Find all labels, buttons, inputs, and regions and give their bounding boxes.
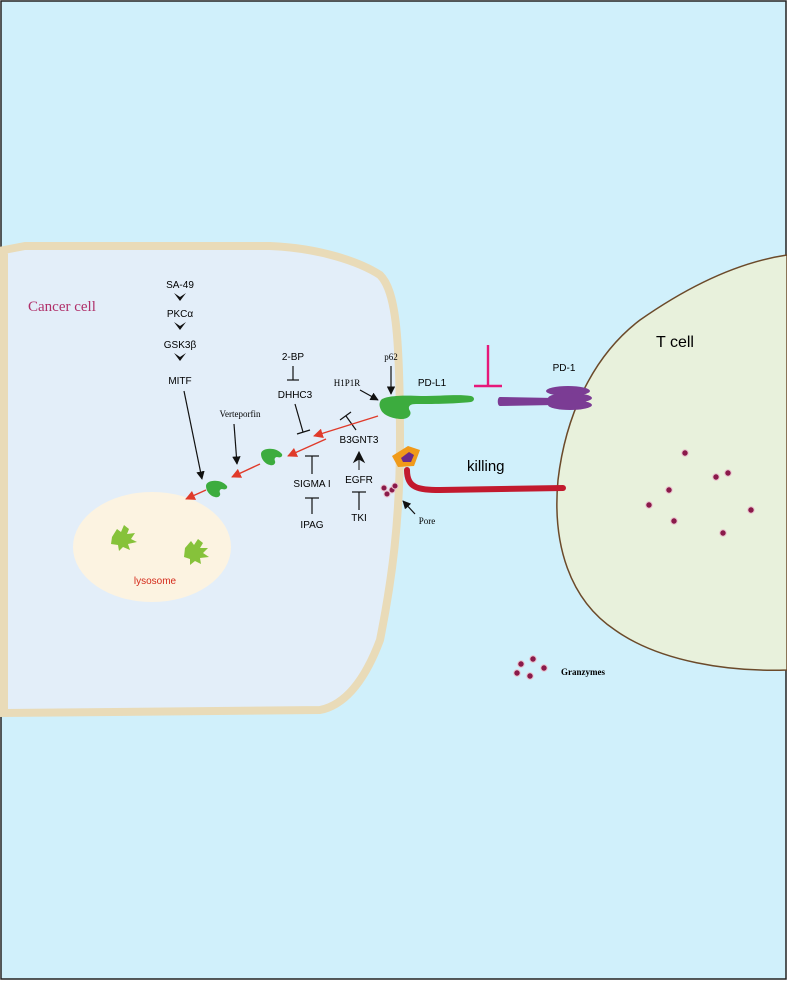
- mitf-label: MITF: [168, 376, 191, 387]
- verteporfin-label: Verteporfin: [220, 409, 261, 419]
- lysosome-label: lysosome: [134, 576, 177, 587]
- arrow-sa49-pkca: [174, 293, 186, 301]
- egfr-label: EGFR: [345, 475, 373, 486]
- 2bp-label: 2-BP: [282, 352, 305, 363]
- degraded-fragment: [111, 525, 137, 551]
- h1p1r-label: H1P1R: [334, 378, 361, 388]
- p62-label: p62: [384, 352, 398, 362]
- degraded-fragment: [184, 539, 209, 565]
- t-cell: [556, 254, 787, 671]
- arrow-pore: [402, 500, 416, 515]
- inhibit-b3gnt3: [339, 411, 357, 431]
- mhc-core: [401, 452, 414, 462]
- arrow-mitf-pdl1: [183, 390, 205, 480]
- killing-label: killing: [467, 458, 505, 475]
- arrow-pkca-gsk3b: [174, 322, 186, 330]
- cancer-cell-label: Cancer cell: [28, 299, 96, 315]
- dhhc3-label: DHHC3: [278, 390, 313, 401]
- arrow-egfr-b3gnt3: [352, 450, 366, 470]
- granzyme-granules: [645, 449, 755, 537]
- ipag-label: IPAG: [300, 520, 323, 531]
- pkca-label: PKCα: [167, 309, 194, 320]
- b3gnt3-label: B3GNT3: [340, 435, 379, 446]
- granzymes-label: Granzymes: [561, 667, 605, 677]
- pdl1-membrane: [379, 395, 474, 419]
- arrow-h1p1r: [359, 389, 379, 401]
- tcr-killing-bar: [404, 467, 566, 494]
- sigma1-label: SIGMA I: [293, 479, 330, 490]
- t-cell-label: T cell: [656, 334, 694, 351]
- pore-granzymes: [380, 482, 399, 498]
- pdl1-vesicle-1: [261, 448, 283, 466]
- arrow-verteporfin: [232, 423, 241, 465]
- trafficking-arrow-4: [185, 489, 207, 500]
- inhibit-tki-egfr: [352, 491, 366, 510]
- granzymes-legend-icon: [513, 655, 548, 680]
- pdl1-label: PD-L1: [418, 378, 447, 389]
- lysosome: [73, 492, 231, 602]
- pd1-receptor: [497, 386, 592, 410]
- pdl1-vesicle-2: [206, 480, 228, 498]
- gsk3b-label: GSK3β: [164, 340, 197, 351]
- inhibit-2bp-dhhc3: [287, 366, 299, 381]
- trafficking-arrow-1: [313, 415, 379, 439]
- inhibit-ipag-sigma1: [305, 497, 319, 514]
- pd1-inhibition-symbol: [474, 345, 502, 388]
- cancer-cell: [0, 242, 405, 718]
- trafficking-arrow-3: [231, 463, 261, 478]
- trafficking-arrow-2: [287, 438, 327, 457]
- pore-label: Pore: [419, 516, 436, 526]
- pd1-label: PD-1: [553, 363, 576, 374]
- tki-label: TKI: [351, 513, 367, 524]
- inhibit-dhhc3-trafficking: [294, 403, 311, 435]
- sa49-label: SA-49: [166, 280, 194, 291]
- arrow-gsk3b-mitf: [174, 353, 186, 361]
- inhibit-sigma1-trafficking: [305, 455, 319, 474]
